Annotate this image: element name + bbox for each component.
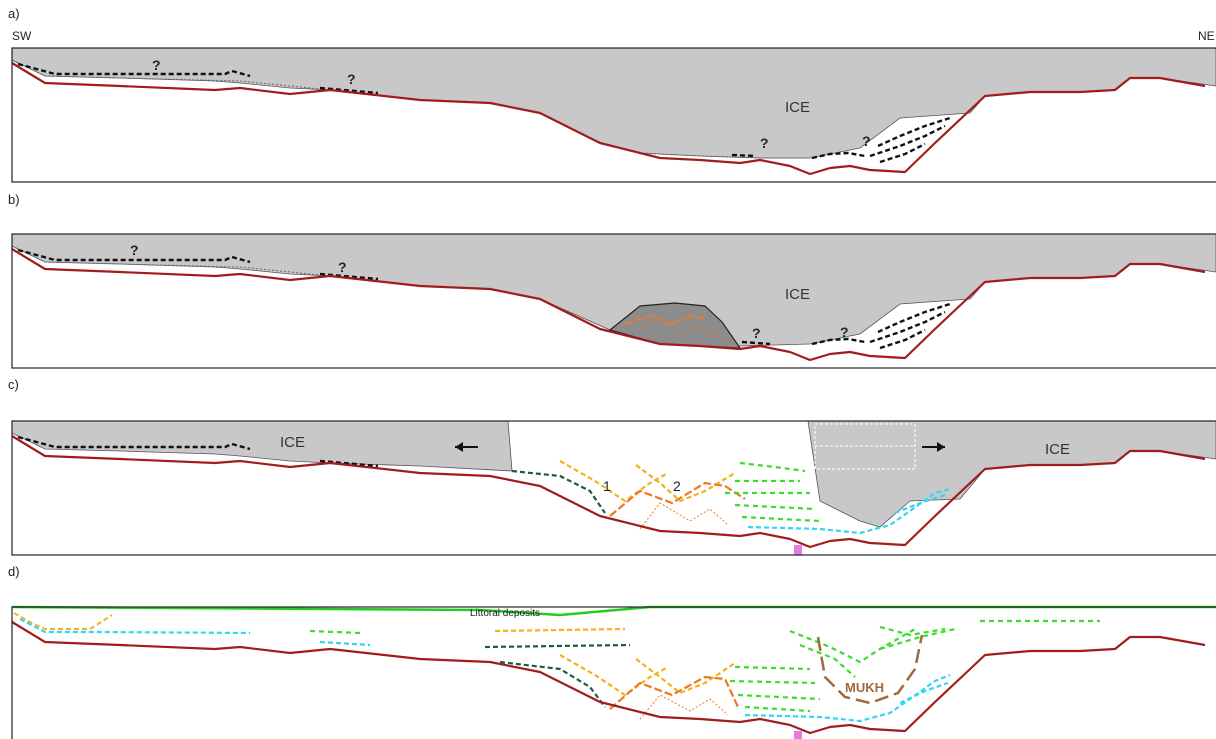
question-mark: ? <box>152 57 161 73</box>
panel-a-ice <box>11 47 1216 159</box>
unit-number-2: 2 <box>673 478 681 494</box>
panel-c-ice-left <box>11 420 513 472</box>
question-mark: ? <box>862 133 871 149</box>
pink-marker <box>794 731 802 739</box>
littoral-line <box>11 605 1216 617</box>
question-mark: ? <box>840 324 849 340</box>
panel-b-frame <box>11 233 1216 369</box>
panel-c-ice-right <box>807 420 1216 528</box>
arrow-right-icon <box>937 442 945 452</box>
mukh-label: MUKH <box>845 680 884 695</box>
question-mark: ? <box>347 71 356 87</box>
panel-c-ice-label-left: ICE <box>280 434 305 451</box>
panel-a-label: a) <box>8 6 20 21</box>
arrow-left-icon <box>455 442 463 452</box>
question-mark: ? <box>338 259 347 275</box>
question-mark: ? <box>760 135 769 151</box>
pink-marker <box>794 545 802 555</box>
panel-c-ice-label-right: ICE <box>1045 441 1070 458</box>
panel-c: ICE ICE 1 2 <box>10 420 1216 556</box>
panel-b: ICE ? ? ? ? <box>10 233 1216 369</box>
panel-c-label: c) <box>8 377 19 392</box>
unit-number-1: 1 <box>603 478 611 494</box>
panel-d-bedrock <box>10 620 1207 735</box>
panel-a-frame <box>11 47 1216 183</box>
question-mark: ? <box>130 242 139 258</box>
ne-label: NE <box>1198 29 1215 43</box>
panel-c-frame <box>11 420 1216 556</box>
panel-b-label: b) <box>8 192 20 207</box>
panel-d-label: d) <box>8 564 20 579</box>
panel-a-ice-label: ICE <box>785 99 810 116</box>
panel-b-ice-label: ICE <box>785 286 810 303</box>
panel-d-frame <box>11 606 1216 739</box>
littoral-deposits-label: Littoral deposits <box>470 608 540 619</box>
sw-label: SW <box>12 29 32 43</box>
panel-a: ICE ? ? ? ? <box>10 47 1216 183</box>
panel-d: Littoral deposits MUKH <box>10 605 1216 739</box>
question-mark: ? <box>752 325 761 341</box>
